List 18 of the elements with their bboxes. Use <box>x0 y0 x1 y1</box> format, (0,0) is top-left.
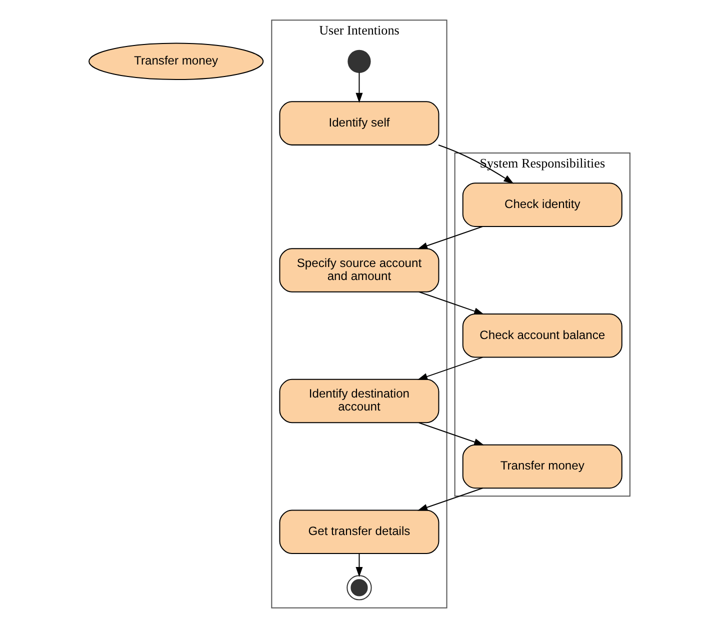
node-box: Identify destination account <box>279 378 440 424</box>
arrow <box>356 554 363 578</box>
node-bullseye <box>346 575 372 600</box>
arrow <box>418 291 484 315</box>
node-box: Check identity <box>462 182 622 227</box>
arrow <box>418 422 484 446</box>
arrow <box>438 144 514 184</box>
node-box: Identify self <box>279 101 440 146</box>
node-box: Get transfer details <box>279 510 440 554</box>
node-box: Specify source account and amount <box>279 248 440 292</box>
node-circle <box>348 50 371 73</box>
arrow <box>356 72 363 103</box>
arrow <box>417 226 483 250</box>
arrow <box>417 356 483 380</box>
node-ellipse: Transfer money <box>88 42 264 80</box>
node-box: Check account balance <box>462 314 622 358</box>
node-box: Transfer money <box>462 444 622 489</box>
arrow <box>417 488 483 511</box>
